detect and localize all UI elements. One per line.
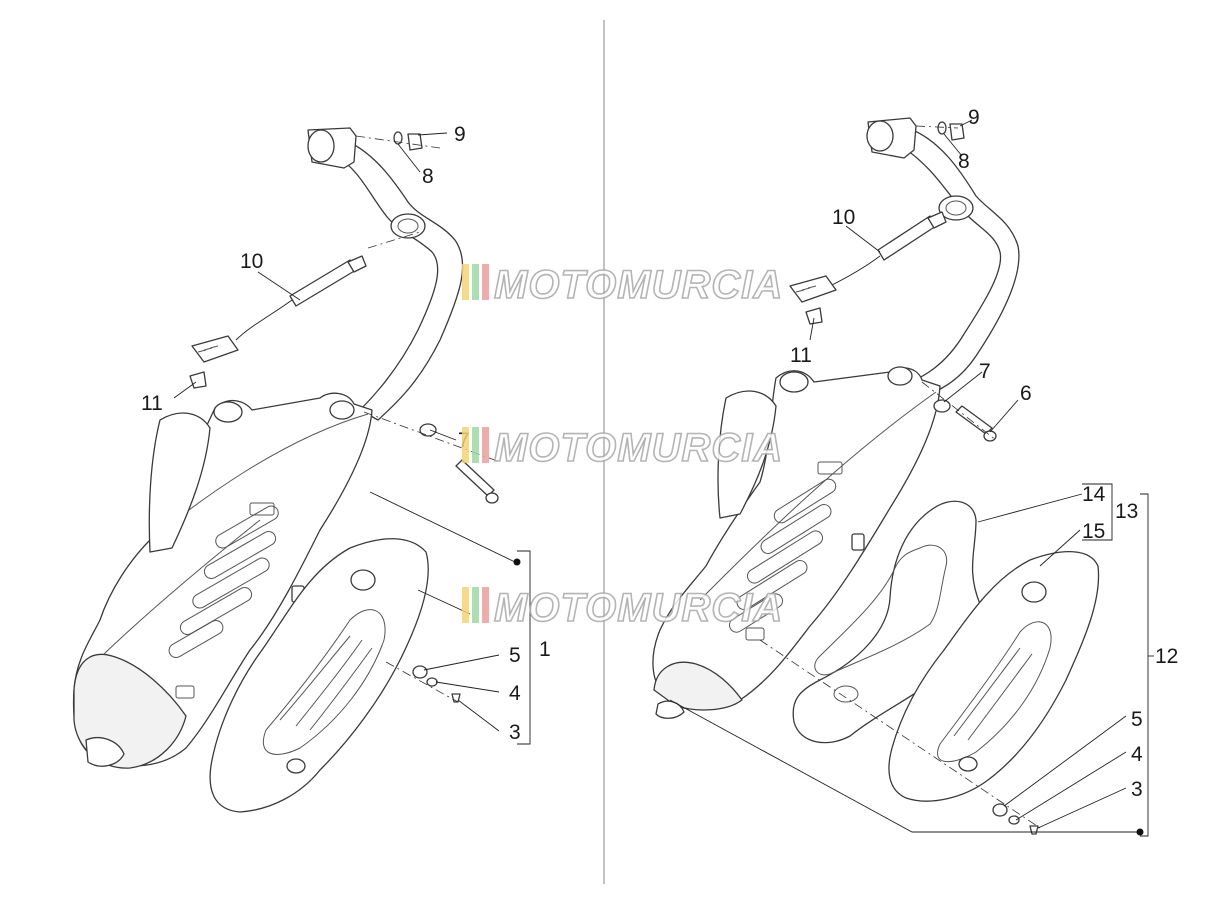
callout-8: 8	[422, 165, 434, 188]
right-leader	[959, 119, 973, 127]
right-leader	[989, 399, 1019, 433]
callout-5: 5	[1131, 708, 1143, 731]
left-axis-line	[385, 661, 459, 703]
watermark-text: MOTOMURCIA	[494, 426, 783, 470]
right-lambda-sensor	[789, 211, 947, 325]
callout-4: 4	[1131, 743, 1143, 766]
left-leader	[429, 429, 457, 441]
left-hardware	[393, 131, 499, 703]
left-leader	[435, 681, 500, 693]
callout-6: 6	[1020, 382, 1032, 405]
right-heat-shield	[888, 551, 1100, 802]
right-muffler	[652, 366, 941, 719]
watermark-text: MOTOMURCIA	[494, 586, 783, 630]
right-leader	[669, 699, 1138, 833]
callout-3: 3	[1131, 778, 1143, 801]
callout-9: 9	[968, 106, 980, 129]
left-axis-line	[363, 411, 501, 463]
callout-1: 1	[539, 638, 551, 661]
left-axis-line	[367, 231, 421, 249]
right-leader	[977, 493, 1083, 523]
left-leader	[397, 143, 421, 173]
right-axis-line	[921, 381, 997, 441]
left-axis-line	[355, 135, 441, 149]
left-heat-shield	[209, 538, 429, 813]
left-lambda-sensor	[189, 255, 367, 389]
right-exhaust-pipe	[866, 117, 1020, 401]
callout-4: 4	[509, 682, 521, 705]
right-leader	[1037, 787, 1127, 829]
left-leader	[173, 381, 197, 399]
callout-15: 15	[1082, 520, 1105, 543]
left-leader	[257, 271, 301, 301]
left-leader	[417, 589, 471, 615]
left-view: 9 8 10 11 7 1 5 4 3	[72, 123, 551, 813]
left-bracket-1	[517, 550, 531, 745]
callout-9: 9	[454, 123, 466, 146]
left-muffler	[72, 392, 373, 769]
callout-11: 11	[790, 344, 812, 367]
watermark-top: MOTOMURCIA	[462, 262, 783, 308]
left-leader	[417, 132, 448, 136]
right-gasket-14	[792, 500, 985, 744]
right-leader	[845, 225, 881, 253]
right-leader	[809, 317, 815, 341]
right-leader	[943, 371, 983, 403]
callout-10: 10	[240, 250, 263, 273]
callout-14: 14	[1082, 483, 1106, 506]
watermark-middle: MOTOMURCIA	[462, 425, 783, 471]
callout-7: 7	[979, 360, 991, 383]
left-leader	[423, 654, 500, 671]
right-hardware	[933, 121, 1039, 835]
right-leader	[1003, 715, 1127, 807]
callout-10: 10	[832, 206, 855, 229]
callout-8: 8	[958, 150, 970, 173]
right-leader	[1039, 529, 1081, 567]
callout-3: 3	[509, 721, 521, 744]
left-exhaust-pipe	[307, 127, 464, 421]
left-leader	[369, 491, 516, 563]
left-leader	[457, 699, 500, 732]
callout-5: 5	[509, 644, 521, 667]
watermark-bottom: MOTOMURCIA	[462, 585, 783, 631]
right-axis-line	[915, 125, 959, 129]
right-leader	[1015, 751, 1127, 821]
watermark-text: MOTOMURCIA	[494, 263, 783, 307]
left-leader-dot	[513, 558, 521, 566]
callout-13: 13	[1115, 500, 1138, 523]
callout-11: 11	[141, 392, 163, 415]
right-bracket-13	[1082, 483, 1113, 541]
right-leader	[943, 133, 963, 157]
right-bracket-12	[1140, 493, 1149, 837]
right-view: 9 8 10 11 7 6 14 13 15 12 5 4 3	[652, 106, 1178, 837]
callout-12: 12	[1155, 645, 1178, 668]
right-leader-dot	[1136, 828, 1144, 836]
